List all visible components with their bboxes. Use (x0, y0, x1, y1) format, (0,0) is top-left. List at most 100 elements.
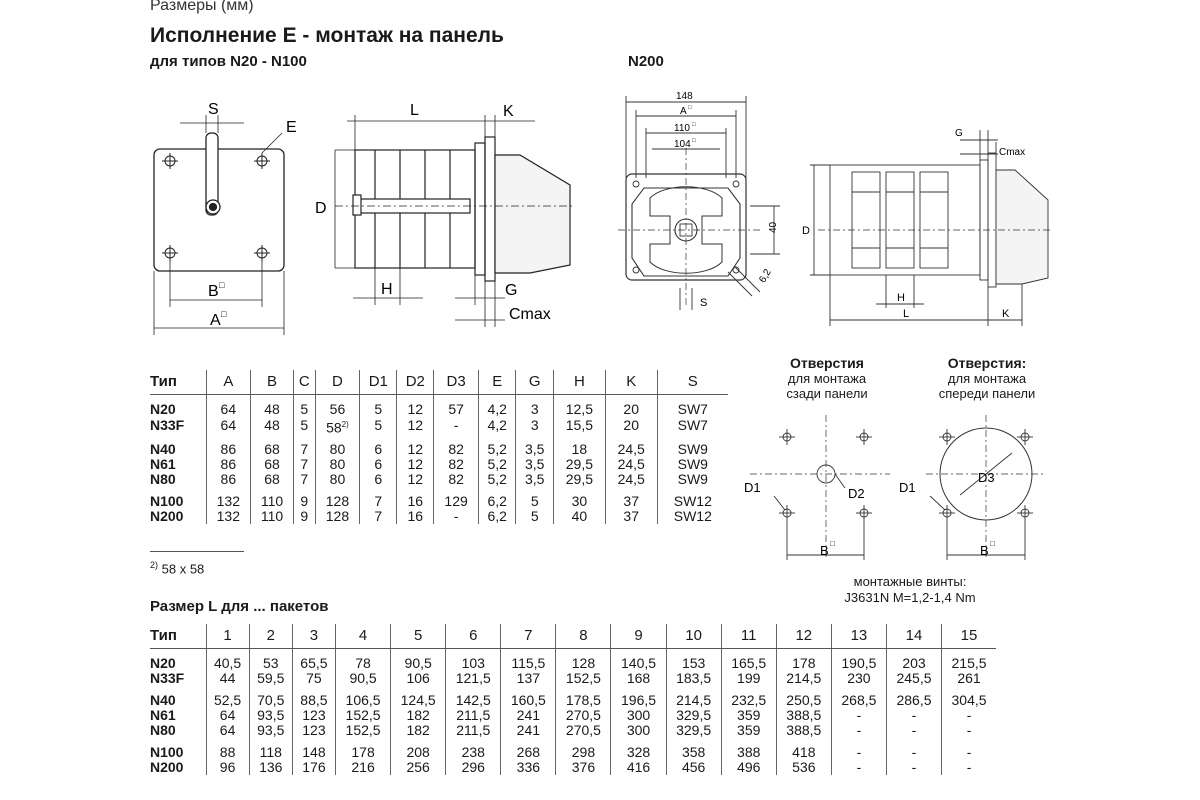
type-cell: N20 (150, 400, 176, 417)
n200-side-k-label: K (1002, 308, 1010, 320)
value-cell: 296 (445, 759, 501, 775)
dimensions-unit-label: Размеры (мм) (150, 0, 254, 14)
column-header: C (292, 370, 316, 395)
column-header: 2 (248, 624, 293, 649)
value-cell: 52,5 (205, 685, 250, 708)
value-cell: 304,5 (941, 685, 996, 708)
value-cell: 203 (885, 648, 942, 671)
value-cell: 196,5 (610, 685, 667, 708)
value-cell: 20 (604, 394, 658, 417)
value-cell: 300 (610, 722, 667, 738)
footnote-text: 58 x 58 (161, 561, 205, 577)
column-header: A (205, 370, 251, 395)
value-cell: 132 (205, 509, 251, 525)
type-cell: N40 (150, 441, 176, 458)
value-cell: 5,2 (477, 472, 516, 488)
value-cell: - (830, 759, 887, 775)
value-cell: 6,2 (477, 487, 516, 510)
value-cell: 3,5 (515, 472, 554, 488)
holes-rear-line1: для монтажа (787, 371, 867, 386)
value-cell: 6 (359, 472, 397, 488)
value-cell: 128 (314, 509, 360, 525)
value-cell: - (885, 722, 942, 738)
value-cell: 12 (396, 435, 434, 458)
column-header: 10 (665, 624, 722, 649)
column-header: 11 (720, 624, 777, 649)
holes-front-title: Отверстия: для монтажа спереди панели (922, 356, 1052, 402)
value-cell: 29,5 (553, 457, 606, 473)
value-cell: 152,5 (555, 670, 611, 686)
value-cell: 328 (610, 737, 667, 760)
value-cell: 12 (396, 472, 434, 488)
value-cell: - (941, 759, 996, 775)
footnote-ref: 2) (341, 419, 349, 429)
value-cell: 30 (553, 487, 606, 510)
value-cell: 124,5 (390, 685, 446, 708)
value-cell: 261 (941, 670, 996, 686)
value-cell: 80 (314, 457, 360, 473)
holes-rear-title: Отверстия для монтажа сзади панели (762, 356, 892, 402)
value-cell: 270,5 (555, 722, 611, 738)
holes-front-line1: для монтажа (947, 371, 1027, 386)
page-title: Исполнение E - монтаж на панель (150, 24, 504, 47)
value-cell: SW12 (656, 487, 728, 510)
value-cell: 86 (205, 435, 251, 458)
value-cell: 75 (291, 670, 336, 686)
column-header: E (477, 370, 516, 395)
value-cell: - (885, 737, 942, 760)
value-cell: 136 (248, 759, 293, 775)
value-cell: 456 (665, 759, 722, 775)
value-cell: 16 (396, 487, 434, 510)
value-cell: 68 (250, 457, 294, 473)
value-cell: 5 (359, 394, 397, 417)
value-cell: - (830, 737, 887, 760)
value-cell: - (885, 759, 942, 775)
value-cell: 388,5 (775, 722, 832, 738)
value-cell: 57 (433, 394, 479, 417)
value-cell: 182 (390, 722, 446, 738)
type-cell: N33F (150, 669, 185, 686)
column-header: 9 (610, 624, 667, 649)
column-header: 13 (830, 624, 887, 649)
type-cell: N61 (150, 456, 176, 473)
value-cell: 37 (604, 509, 658, 525)
value-cell: 106 (390, 670, 446, 686)
front-b-label: B (208, 283, 219, 300)
value-cell: 68 (250, 435, 294, 458)
column-header: 7 (500, 624, 556, 649)
column-header: D3 (433, 370, 479, 395)
value-cell: 241 (500, 722, 556, 738)
value-cell: 182 (390, 707, 446, 723)
value-cell: 96 (205, 759, 250, 775)
n200-side-l-label: L (903, 308, 909, 320)
value-cell: 376 (555, 759, 611, 775)
value-cell: - (830, 722, 887, 738)
value-cell: 230 (830, 670, 887, 686)
side-k-label: K (503, 103, 514, 120)
value-cell: SW7 (656, 416, 728, 436)
value-cell: 148 (291, 737, 336, 760)
value-cell: 358 (665, 737, 722, 760)
value-cell: 82 (433, 435, 479, 458)
value-cell: 40 (553, 509, 606, 525)
type-cell: N200 (150, 508, 184, 525)
holes-front-d1-label: D1 (899, 480, 916, 495)
value-cell: 56 (314, 394, 360, 417)
column-header: Тип (150, 624, 206, 649)
value-cell: SW12 (656, 509, 728, 525)
value-cell: 88 (205, 737, 250, 760)
holes-rear-b-label: B (820, 543, 829, 558)
value-cell: 359 (720, 722, 777, 738)
value-cell: 37 (604, 487, 658, 510)
value-cell: 3,5 (515, 457, 554, 473)
holes-rear-d2-label: D2 (848, 486, 865, 501)
value-cell: 90,5 (335, 670, 391, 686)
value-cell: 190,5 (830, 648, 887, 671)
value-cell: 359 (720, 707, 777, 723)
